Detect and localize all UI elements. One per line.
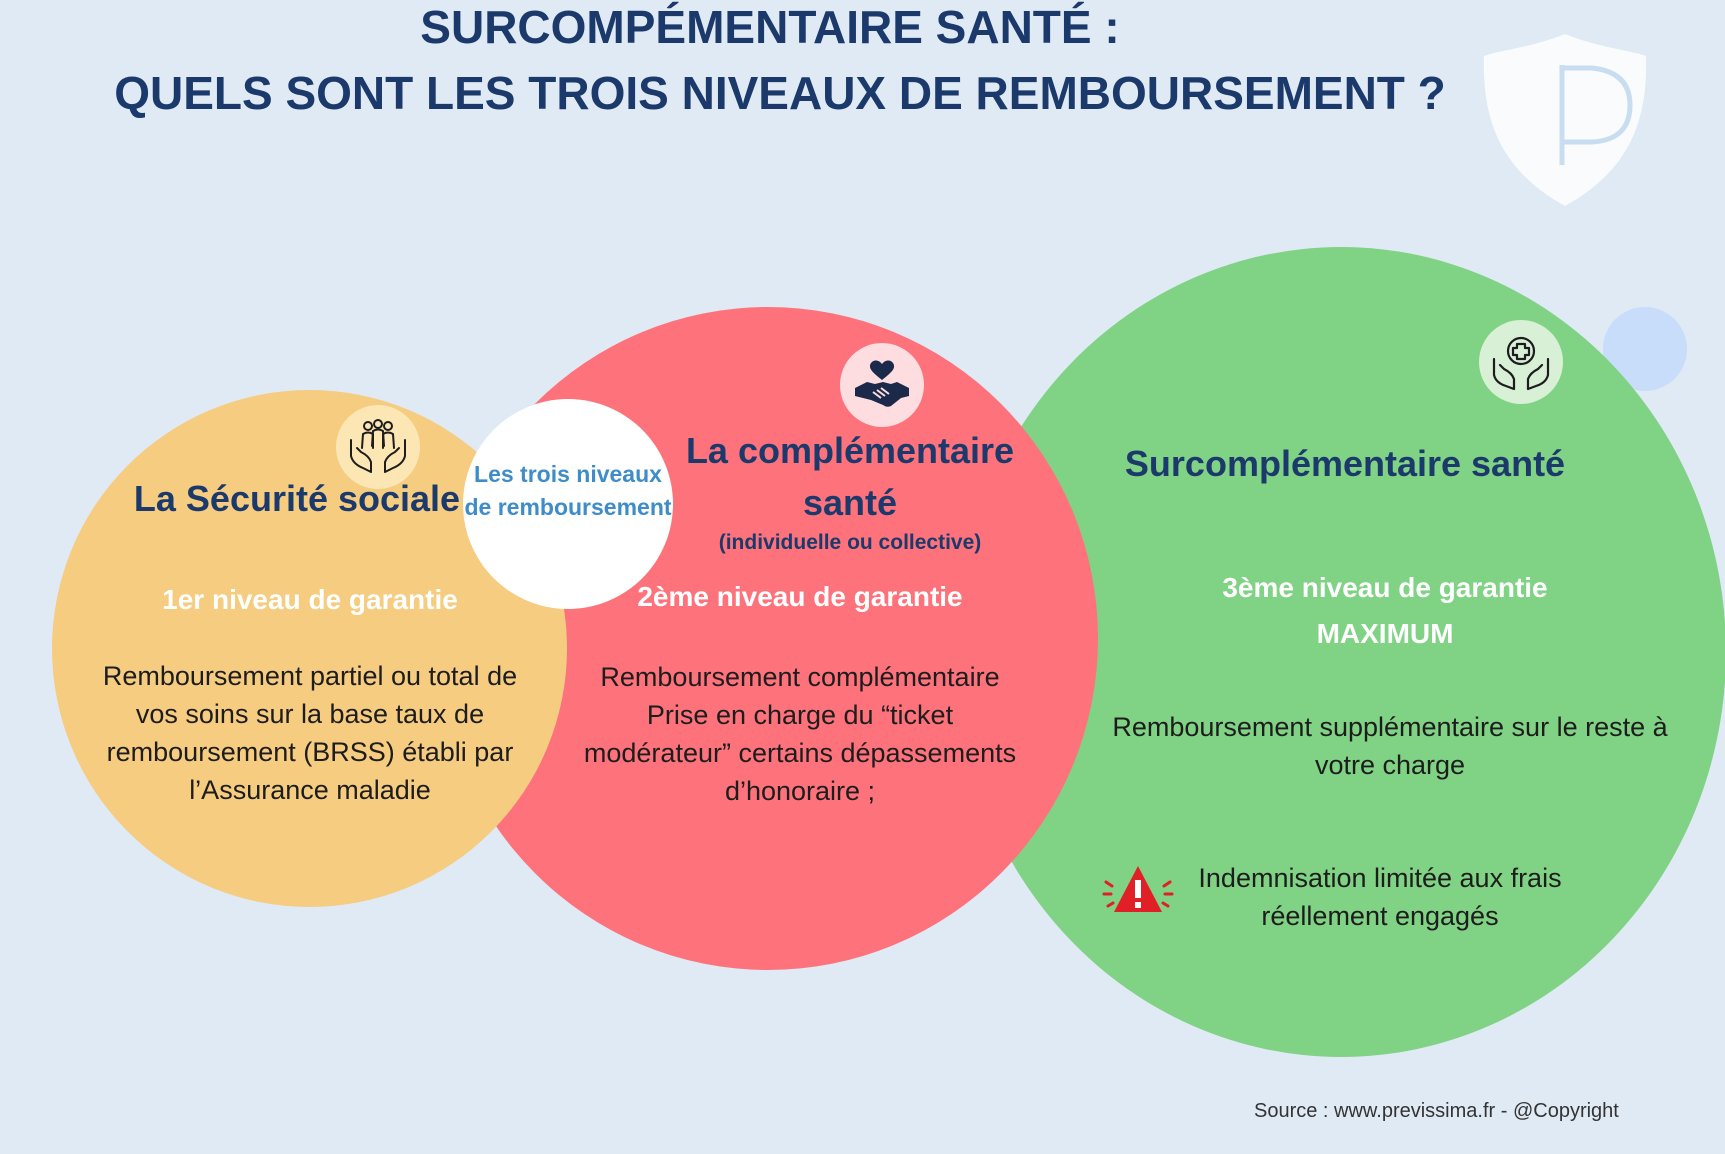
complementaire-subheading: (individuelle ou collective) bbox=[718, 531, 982, 554]
handshake-heart-icon bbox=[840, 343, 924, 427]
shield-logo-icon bbox=[1483, 34, 1647, 206]
circle-center bbox=[463, 399, 673, 609]
page-title-line-1: SURCOMPÉMENTAIRE SANTÉ : bbox=[420, 1, 1120, 53]
level-1-label: 1er niveau de garantie bbox=[162, 584, 458, 615]
source-credit: Source : www.previssima.fr - @Copyright bbox=[1254, 1100, 1619, 1122]
heading-surcomplementaire: Surcomplémentaire santé bbox=[1124, 443, 1566, 484]
heading-complementaire: La complémentaire santé bbox=[685, 430, 1015, 523]
page-title-line-2: QUELS SONT LES TROIS NIVEAUX DE REMBOURS… bbox=[114, 67, 1446, 119]
level-1-description: Remboursement partiel ou total de vos so… bbox=[102, 661, 518, 805]
level-3-label: 3ème niveau de garantie bbox=[1222, 572, 1548, 603]
heading-securite-sociale: La Sécurité sociale bbox=[133, 478, 461, 519]
level-3-emphasis: MAXIMUM bbox=[1316, 618, 1454, 649]
medical-cross-hands-icon bbox=[1479, 320, 1563, 404]
level-3-warning: Indemnisation limitée aux frais réelleme… bbox=[1198, 863, 1562, 931]
warning-triangle-icon bbox=[1102, 866, 1174, 912]
level-2-label: 2ème niveau de garantie bbox=[637, 581, 963, 612]
center-label: Les trois niveaux de remboursement bbox=[464, 461, 672, 520]
level-3-description: Remboursement supplémentaire sur le rest… bbox=[1112, 712, 1668, 780]
people-in-hands-icon bbox=[336, 405, 420, 489]
level-2-description: Remboursement complémentaire Prise en ch… bbox=[583, 662, 1017, 806]
